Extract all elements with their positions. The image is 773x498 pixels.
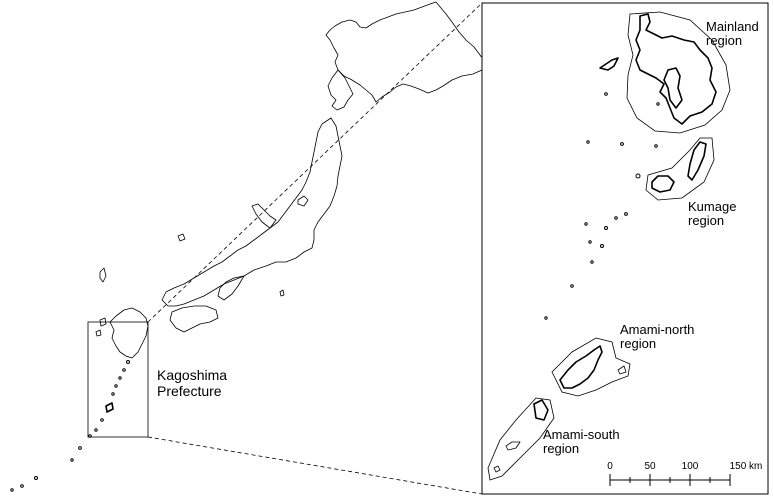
koshiki-islands [599,57,619,71]
kumage-region [586,137,715,201]
amami-north-label-line2: region [620,336,656,351]
hokkaido-peninsula [327,69,354,111]
inset-detail-map [487,11,731,481]
amami-north-label-line1: Amami-north [620,322,694,337]
scale-label-0: 0 [607,461,613,472]
mainland-coastline [635,13,717,125]
kikai-island [617,365,627,375]
amami-south-region-outline [487,397,555,481]
kii-peninsula [217,275,245,301]
oki-island [177,233,186,242]
scale-label-50: 50 [644,461,656,472]
kagoshima-selection-box [87,321,149,438]
mainland-label-line2: region [706,33,742,48]
tokunoshima-island [533,399,549,421]
izu-island [279,289,285,297]
kumage-label-line1: Kumage [688,199,736,214]
goto-islands [95,317,107,337]
mainland-region [599,11,731,134]
honshu-outline [161,117,343,307]
amami-oshima-island [559,345,603,389]
scale-bar: 0 50 100 150 km [607,461,762,486]
connector-line-bottom [147,436,483,495]
inset-frame [481,2,769,495]
ryukyu-island-chain [10,360,130,492]
kyushu-outline [109,307,149,359]
scale-label-100: 100 [682,461,699,472]
amami-south-label-line2: region [543,441,579,456]
connector-line-top [147,2,483,323]
scale-label-150: 150 km [730,461,763,472]
kumage-region-outline [645,137,715,201]
kagoshima-label-line1: Kagoshima [157,367,227,383]
tanegashima-island [687,141,707,181]
yoron-island [493,465,501,473]
amami-south-region [487,397,555,481]
yakushima-island [651,175,675,193]
amami-south-label-line1: Amami-south [543,427,620,442]
noto-peninsula [251,203,277,229]
hokkaido-outline [325,1,487,103]
amami-north-region-outline [551,337,631,397]
mainland-region-outline [626,11,731,134]
tokara-islands [544,212,628,320]
kumage-label-line2: region [688,213,724,228]
shikoku-outline [169,305,219,333]
amami-north-region [551,337,631,397]
japan-overview-map [10,1,487,492]
sado-island [297,195,309,207]
kagoshima-label-line2: Prefecture [157,383,222,399]
mainland-label-line1: Mainland [706,19,759,34]
tsushima-island [99,267,107,283]
kagoshima-bay [663,67,683,109]
okinoerabu-island [505,441,521,451]
